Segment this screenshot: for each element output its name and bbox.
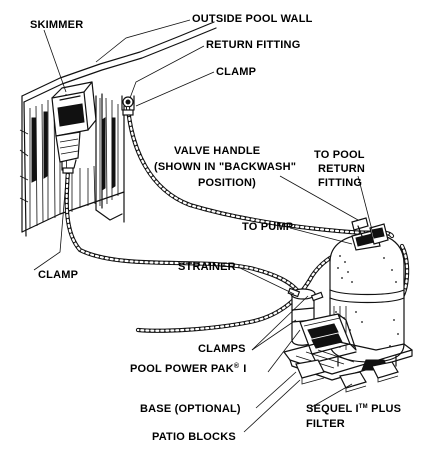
label-pool-power-pak: POOL POWER PAK®I <box>130 362 246 375</box>
label-sequel-filter-1: SEQUEL ITM PLUS <box>306 403 401 415</box>
label-outside-pool-wall: OUTSIDE POOL WALL <box>192 13 313 25</box>
label-base: BASE (OPTIONAL) <box>140 403 241 415</box>
clamp-markers <box>62 109 324 302</box>
leader-lines <box>33 19 373 433</box>
label-skimmer: SKIMMER <box>30 19 83 31</box>
label-clamps: CLAMPS <box>198 343 246 355</box>
label-valve-handle-2: (SHOWN IN "BACKWASH" <box>154 161 296 173</box>
label-to-pool-1: TO POOL <box>314 149 365 161</box>
label-clamp-top: CLAMP <box>216 66 256 78</box>
patio-blocks <box>295 359 399 393</box>
label-valve-handle-1: VALVE HANDLE <box>174 145 260 157</box>
label-to-pool-2: RETURN <box>318 163 365 175</box>
label-valve-handle-3: POSITION) <box>198 177 256 189</box>
labels: SKIMMER OUTSIDE POOL WALL RETURN FITTING… <box>30 13 401 443</box>
pool-wall <box>19 21 217 237</box>
label-to-pool-3: FITTING <box>318 177 362 189</box>
label-strainer: STRAINER <box>178 261 236 273</box>
label-clamp-left: CLAMP <box>38 269 78 281</box>
label-return-fitting: RETURN FITTING <box>206 39 300 51</box>
skimmer <box>51 81 97 171</box>
label-to-pump: TO PUMP <box>242 221 293 233</box>
sequel-filter <box>329 217 405 371</box>
label-sequel-filter-2: FILTER <box>306 418 345 430</box>
label-patio-blocks: PATIO BLOCKS <box>152 431 236 443</box>
